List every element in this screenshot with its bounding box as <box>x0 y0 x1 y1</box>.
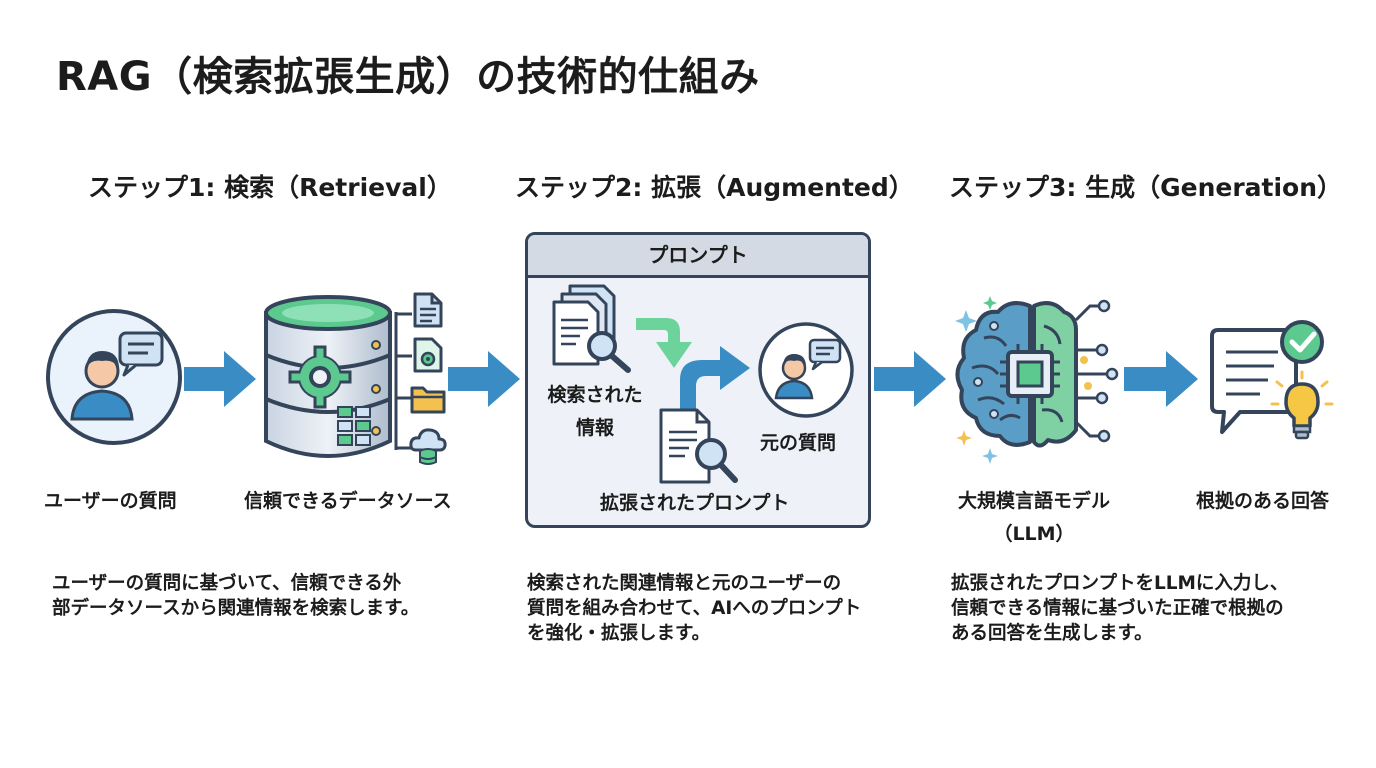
search-documents-icon <box>552 284 631 373</box>
document-search-icon <box>659 408 738 484</box>
curved-arrow-icon <box>636 318 692 368</box>
folder-icon <box>410 386 446 414</box>
connector-lines <box>394 312 412 450</box>
label-llm: 大規模言語モデル （LLM） <box>952 486 1116 546</box>
step3-desc-line: ある回答を生成します。 <box>951 622 1153 644</box>
arrow-right-icon <box>1124 351 1198 407</box>
label-line: 検索された <box>547 384 643 406</box>
step1-heading: ステップ1: 検索（Retrieval） <box>88 173 452 202</box>
label-line: 情報 <box>575 417 614 439</box>
arrow-right-icon <box>874 351 946 407</box>
arrow-right-icon <box>184 351 256 407</box>
user-icon <box>758 322 854 418</box>
label-data-source: 信頼できるデータソース <box>244 490 452 512</box>
step2-desc-line: を強化・拡張します。 <box>527 622 711 644</box>
step2-description: 検索された関連情報と元のユーザーの 質問を組み合わせて、AIへのプロンプト を強… <box>527 572 861 647</box>
database-icon <box>264 295 392 458</box>
page-title: RAG（検索拡張生成）の技術的仕組み <box>56 54 760 100</box>
step1-desc-line: 部データソースから関連情報を検索します。 <box>52 597 420 619</box>
step2-desc-line: 検索された関連情報と元のユーザーの <box>527 573 842 594</box>
label-grounded-answer: 根拠のある回答 <box>1196 490 1330 512</box>
step1-desc-line: ユーザーの質問に基づいて、信頼できる外 <box>52 573 402 594</box>
step3-desc-line: 拡張されたプロンプトをLLMに入力し、 <box>951 573 1289 594</box>
step2-desc-line: 質問を組み合わせて、AIへのプロンプト <box>527 597 862 619</box>
label-original-question: 元の質問 <box>760 432 837 454</box>
brain-chip-icon <box>955 296 1119 464</box>
label-retrieved-info: 検索された 情報 <box>545 380 645 440</box>
lightbulb-icon <box>1270 370 1334 440</box>
label-user-question: ユーザーの質問 <box>44 490 177 512</box>
label-augmented-prompt: 拡張されたプロンプト <box>600 492 790 514</box>
prompt-box-title: プロンプト <box>528 235 868 278</box>
step2-heading: ステップ2: 拡張（Augmented） <box>515 173 914 202</box>
answer-check-icon <box>1210 320 1334 440</box>
label-line: 大規模言語モデル <box>957 490 1110 512</box>
step1-description: ユーザーの質問に基づいて、信頼できる外 部データソースから関連情報を検索します。 <box>52 572 419 622</box>
user-question-icon <box>46 309 182 445</box>
step3-heading: ステップ3: 生成（Generation） <box>949 173 1343 202</box>
gear-file-icon <box>413 337 443 373</box>
cloud-database-icon <box>409 428 447 465</box>
label-line: （LLM） <box>993 523 1075 545</box>
curved-arrow-icon <box>680 346 750 410</box>
arrow-right-icon <box>448 351 520 407</box>
step3-description: 拡張されたプロンプトをLLMに入力し、 信頼できる情報に基づいた正確で根拠の あ… <box>951 572 1288 647</box>
document-icon <box>413 292 443 328</box>
step3-desc-line: 信頼できる情報に基づいた正確で根拠の <box>951 597 1284 619</box>
